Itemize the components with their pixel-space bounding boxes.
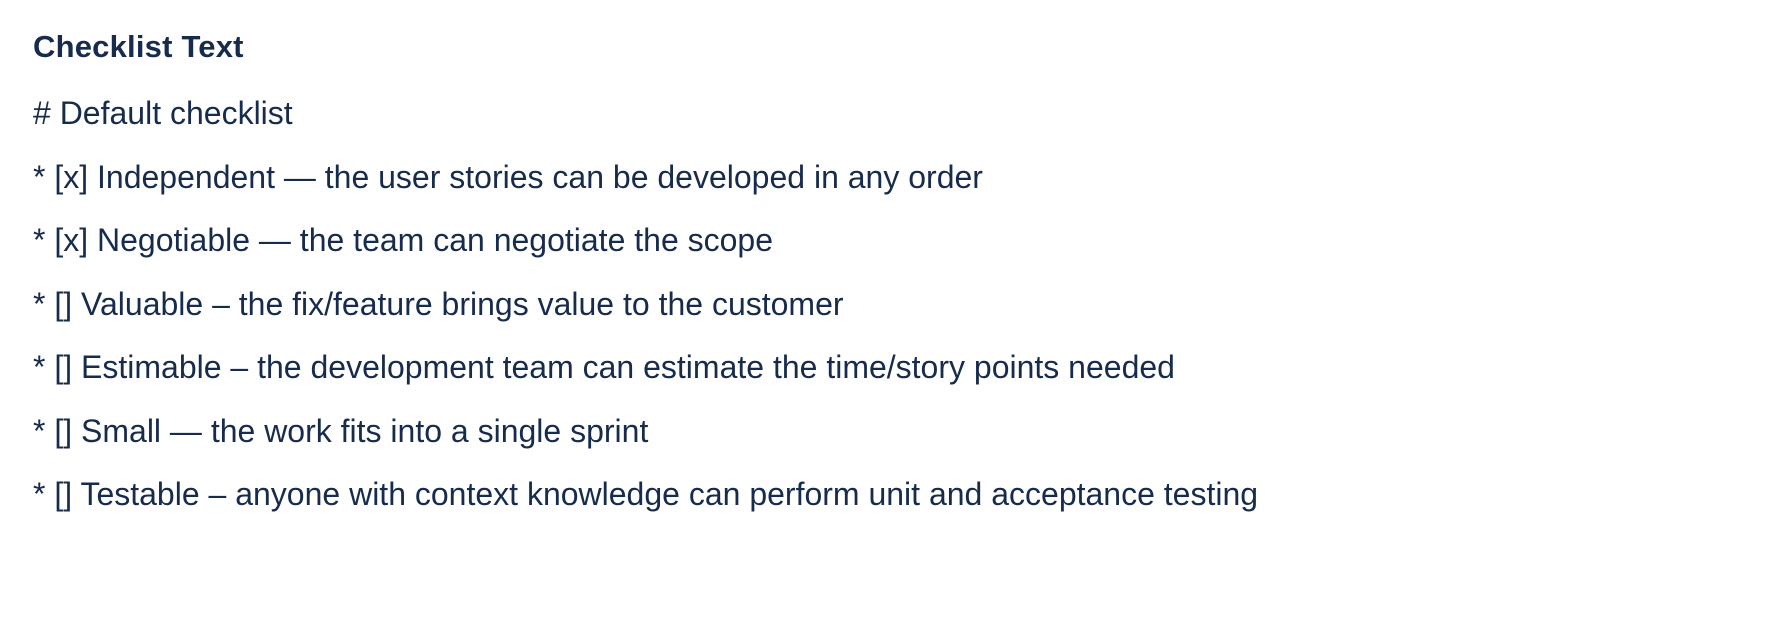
checklist-text: # Default checklist * [x] Independent — t… bbox=[33, 82, 1752, 527]
checklist-line: # Default checklist bbox=[33, 95, 293, 131]
field-label: Checklist Text bbox=[33, 29, 244, 64]
checklist-line: * [x] Negotiable — the team can negotiat… bbox=[33, 222, 774, 258]
checklist-line: * [] Estimable – the development team ca… bbox=[33, 349, 1175, 385]
checklist-line: * [] Small — the work fits into a single… bbox=[33, 412, 649, 449]
checklist-line: * [] Valuable – the fix/feature brings v… bbox=[33, 285, 844, 322]
checklist-line: * [] Testable – anyone with context know… bbox=[33, 476, 1259, 512]
checklist-line: * [x] Independent — the user stories can… bbox=[33, 158, 983, 195]
